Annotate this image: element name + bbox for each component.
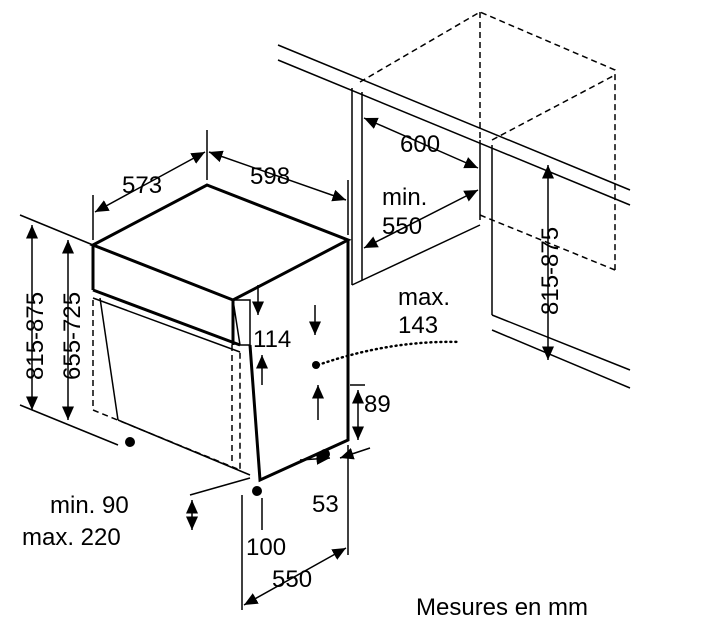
label-width-598: 598 — [250, 163, 290, 190]
label-plinth-89: 89 — [364, 391, 391, 418]
label-plinth-max: max. 220 — [22, 524, 121, 551]
label-offset-100: 100 — [246, 534, 286, 561]
dishwasher — [89, 183, 462, 496]
dimension-lines — [19, 117, 554, 610]
label-max: max. — [398, 284, 450, 311]
label-height-right: 815-875 — [537, 227, 564, 315]
label-depth-53: 53 — [312, 491, 339, 518]
label-height-inner: 655-725 — [59, 292, 86, 380]
label-depth-573: 573 — [122, 172, 162, 199]
label-height-left: 815-875 — [22, 292, 49, 380]
label-niche-min-550: 550 — [382, 213, 422, 240]
label-niche-width-600: 600 — [400, 131, 440, 158]
label-max-143: 143 — [398, 312, 438, 339]
label-panel-114: 114 — [253, 326, 291, 353]
label-niche-min: min. — [382, 184, 427, 211]
label-plinth-min: min. 90 — [50, 492, 129, 519]
units-note: Mesures en mm — [416, 594, 588, 621]
label-depth-550: 550 — [272, 566, 312, 593]
kitchen-niche — [277, 11, 631, 389]
